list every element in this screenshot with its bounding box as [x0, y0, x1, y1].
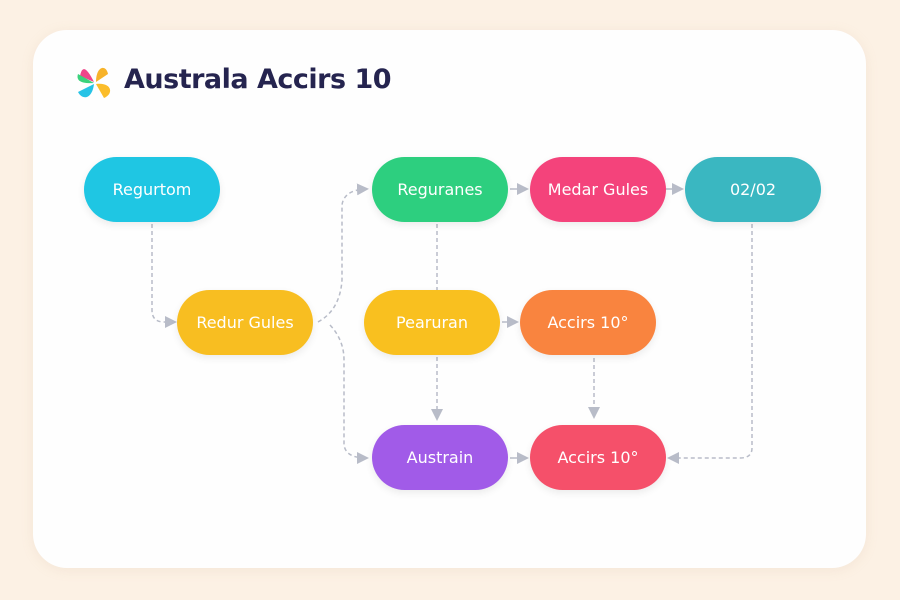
node-label: Pearuran — [396, 313, 468, 332]
node-regurtom[interactable]: Regurtom — [84, 157, 220, 222]
node-label: Austrain — [406, 448, 474, 467]
node-reguranes[interactable]: Reguranes — [372, 157, 508, 222]
node-label: Accirs 10° — [557, 448, 639, 467]
node-label: Reguranes — [397, 180, 483, 199]
page-title: Australa Accirs 10 — [124, 64, 392, 95]
pinwheel-logo-icon — [77, 67, 111, 98]
node-medar-gules[interactable]: Medar Gules — [530, 157, 666, 222]
node-accirs-10-orange[interactable]: Accirs 10° — [520, 290, 656, 355]
edge-n5-n8 — [329, 324, 369, 464]
node-label: Redur Gules — [196, 313, 294, 332]
node-label: Medar Gules — [547, 180, 649, 199]
node-pearuran[interactable]: Pearuran — [364, 290, 500, 355]
node-label: Accirs 10° — [547, 313, 629, 332]
node-austrain[interactable]: Austrain — [372, 425, 508, 490]
node-02-02[interactable]: 02/02 — [685, 157, 821, 222]
node-redur-gules[interactable]: Redur Gules — [177, 290, 313, 355]
edge-n5-n2 — [317, 183, 369, 323]
edge-n1-n5 — [151, 224, 177, 328]
edge-n4-n9 — [667, 224, 753, 464]
node-label: Regurtom — [112, 180, 192, 199]
node-accirs-10-red[interactable]: Accirs 10° — [530, 425, 666, 490]
node-label: 02/02 — [729, 180, 777, 199]
